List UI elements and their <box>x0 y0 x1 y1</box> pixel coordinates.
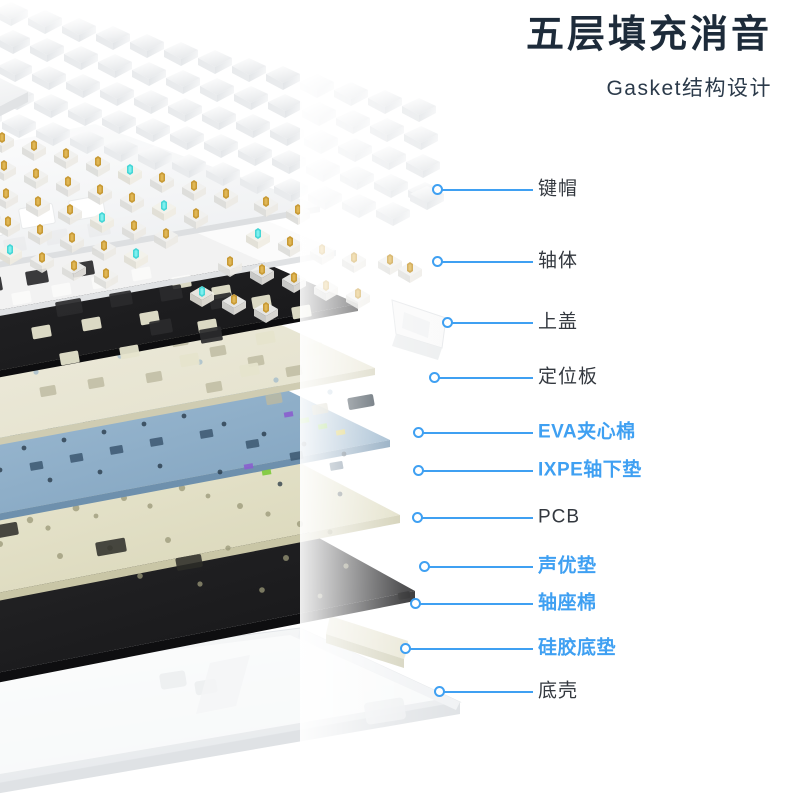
callout-dot-icon <box>428 371 440 383</box>
callout-dot-icon <box>399 642 411 654</box>
callout-label: 键帽 <box>538 178 579 200</box>
callout-leader-line <box>424 566 533 568</box>
callout-leader-line <box>405 648 533 650</box>
callout-leader-line <box>415 603 533 605</box>
callout-leader-line <box>447 322 533 324</box>
callout-dot-icon <box>412 464 424 476</box>
callout-dot-icon <box>431 183 443 195</box>
callout-label: 轴座棉 <box>538 592 597 614</box>
callout-label: 底壳 <box>538 680 579 702</box>
callout-label: 轴体 <box>538 250 579 272</box>
layer-keycaps <box>0 2 444 226</box>
callout-leader-line <box>418 470 533 472</box>
callout-label: IXPE轴下垫 <box>538 459 642 481</box>
callout-dot-icon <box>418 560 430 572</box>
callout-dot-icon <box>411 511 423 523</box>
callout-dot-icon <box>441 316 453 328</box>
callout-leader-line <box>417 517 533 519</box>
callout-dot-icon <box>433 685 445 697</box>
page-title: 五层填充消音 <box>525 14 772 56</box>
callout-label: 上盖 <box>538 311 579 333</box>
heading-block: 五层填充消音 Gasket结构设计 <box>526 14 772 102</box>
callout-dot-icon <box>409 597 421 609</box>
keyboard-exploded-view-image <box>0 0 470 800</box>
callout-dot-icon <box>412 426 424 438</box>
page-subtitle: Gasket结构设计 <box>606 76 772 100</box>
callout-leader-line <box>439 691 533 693</box>
callout-label: PCB <box>538 506 581 528</box>
callout-leader-line <box>418 432 533 434</box>
callout-label: 硅胶底垫 <box>538 637 617 659</box>
callout-label: EVA夹心棉 <box>538 421 636 443</box>
callout-leader-line <box>434 377 533 379</box>
callout-dot-icon <box>431 255 443 267</box>
callout-leader-line <box>437 189 533 191</box>
callout-leader-line <box>437 261 533 263</box>
callout-label: 定位板 <box>538 366 599 388</box>
callout-label: 声优垫 <box>538 555 597 577</box>
